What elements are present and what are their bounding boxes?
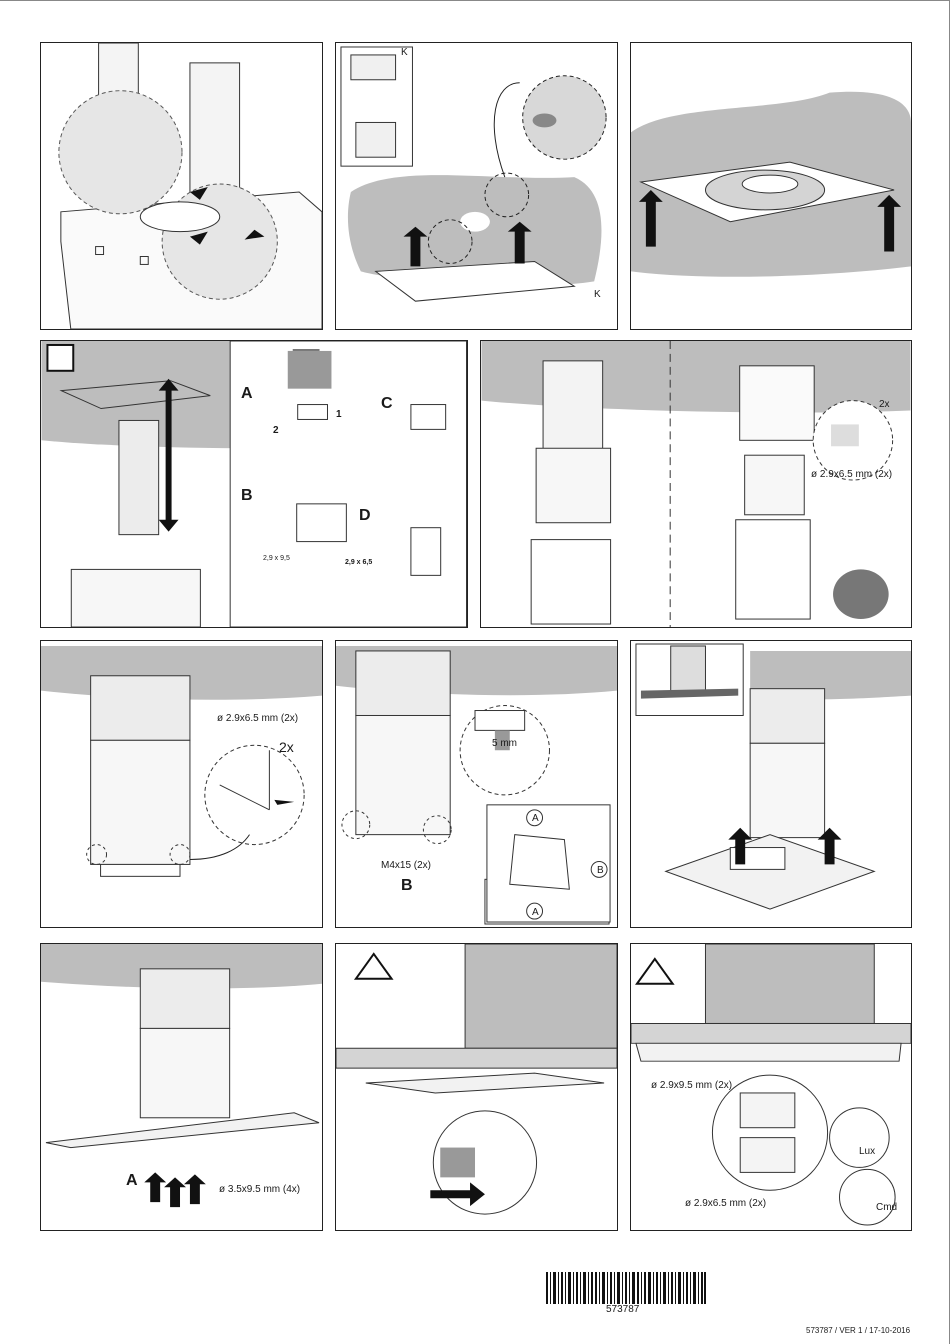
step-1-illustration <box>58 43 322 329</box>
label-k-top: K <box>401 47 408 58</box>
label-2: 2 <box>273 425 279 436</box>
step-3-illustration <box>631 91 911 277</box>
step-6-illustration <box>481 341 911 627</box>
screw-d-spec: 2,9 x 6,5 <box>345 559 373 566</box>
document-version: 573787 / VER 1 / 17-10-2016 <box>806 1326 911 1335</box>
step-1-panel <box>40 42 323 330</box>
label-1: 1 <box>336 409 342 420</box>
step-7-illustration <box>41 645 322 877</box>
step-8-panel: 5 mm M4x15 (2x) B A A B <box>335 640 618 928</box>
step-10-illustration <box>41 944 322 1208</box>
step-6-panel: 2x ø 2.9x6.5 mm (2x) <box>480 340 912 628</box>
step-4-illustration <box>41 341 467 627</box>
step-12-illustration <box>631 944 911 1226</box>
label-a-top: A <box>532 813 539 824</box>
step-2-illustration <box>340 46 607 302</box>
screw-bottom-spec: ø 2.9x6.5 mm (2x) <box>685 1198 767 1209</box>
screw-spec: M4x15 (2x) <box>381 860 432 871</box>
step-12-panel: ø 2.9x9.5 mm (2x) ø 2.9x6.5 mm (2x) Lux … <box>630 943 912 1231</box>
step-9-illustration <box>635 643 911 910</box>
label-b: B <box>241 487 253 504</box>
label-b-big: B <box>401 877 413 894</box>
label-a: A <box>241 385 253 402</box>
label-b-circle: B <box>597 865 604 876</box>
screw-spec: ø 2.9x6.5 mm (2x) <box>217 713 299 724</box>
screw-spec: ø 2.9x6.5 mm (2x) <box>811 469 893 480</box>
gap-label: 5 mm <box>492 738 517 749</box>
step-9-panel <box>630 640 912 928</box>
label-c: C <box>381 395 393 412</box>
screw-spec: ø 3.5x9.5 mm (4x) <box>219 1184 301 1195</box>
barcode <box>546 1272 706 1304</box>
screw-b-spec: 2,9 x 9,5 <box>263 555 290 562</box>
step-2-panel: K K <box>335 42 618 330</box>
label-a: A <box>126 1172 138 1189</box>
step-11-illustration <box>336 944 617 1215</box>
count-2x: 2x <box>279 739 294 755</box>
barcode-number: 573787 <box>606 1304 640 1315</box>
label-k-bottom: K <box>594 289 601 300</box>
screw-top-spec: ø 2.9x9.5 mm (2x) <box>651 1080 733 1091</box>
count-2x: 2x <box>879 399 890 410</box>
label-d: D <box>359 507 371 524</box>
step-3-panel <box>630 42 912 330</box>
cmd-label: Cmd <box>876 1202 898 1213</box>
step-7-panel: ø 2.9x6.5 mm (2x) 2x <box>40 640 323 928</box>
step-8-illustration <box>336 645 617 925</box>
step-4-panel: A B C D 1 2 2,9 x 9,5 2,9 x 6,5 <box>40 340 468 628</box>
step-10-panel: A ø 3.5x9.5 mm (4x) <box>40 943 323 1231</box>
step-11-panel <box>335 943 618 1231</box>
label-a-bottom: A <box>532 907 539 918</box>
lux-label: Lux <box>859 1146 876 1157</box>
